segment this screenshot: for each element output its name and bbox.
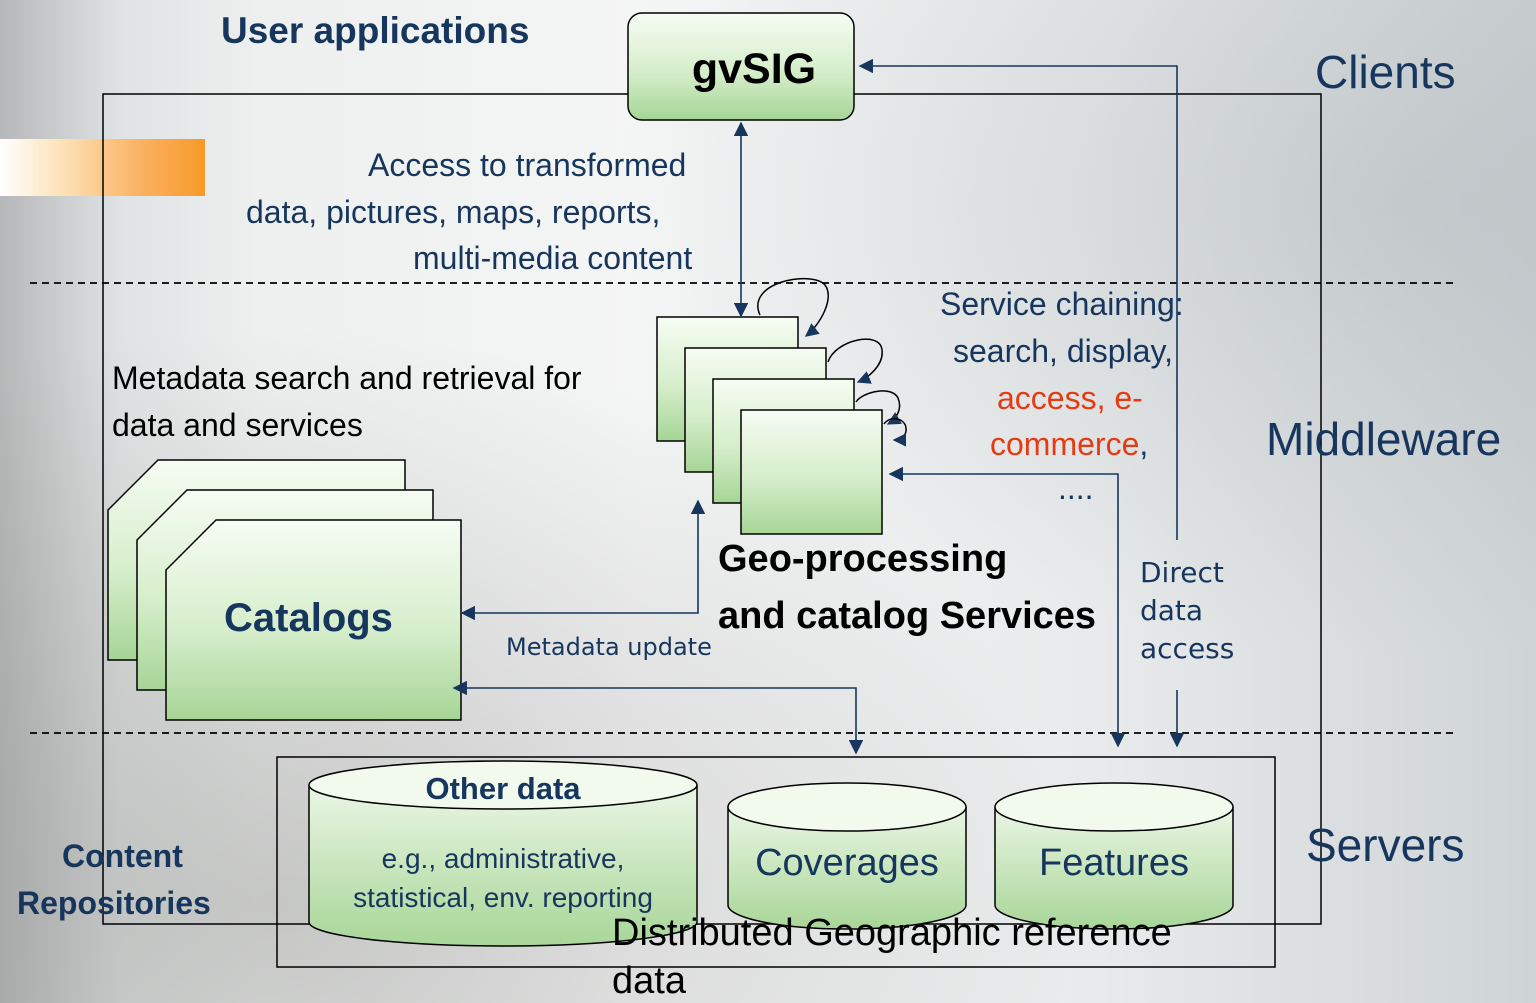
service-box-4 (740, 409, 883, 535)
metadata-search-line-2: data and services (112, 407, 363, 443)
arrow-metadata-update (460, 499, 706, 621)
metadata-update-label: Metadata update (506, 633, 712, 661)
cylinder-other-data (308, 760, 698, 947)
metadata-search-line-1: Metadata search and retrieval for (112, 360, 582, 396)
service-chaining-line-3: access, e- (997, 380, 1143, 416)
features-label: Features (1039, 842, 1189, 884)
user-applications-label: User applications (221, 10, 530, 51)
arrow-catalog-coverages (452, 680, 864, 755)
other-data-desc-1: e.g., administrative, (381, 843, 625, 874)
chain-loop-4 (883, 417, 907, 447)
service-chaining-line-1: Service chaining: (940, 286, 1184, 322)
chain-loop-2 (827, 338, 883, 384)
direct-access-line-2: data (1140, 594, 1204, 627)
arrow-direct-to-gvsig (858, 58, 1178, 540)
direct-access-line-3: access (1140, 632, 1235, 665)
chain-loop-1 (757, 277, 829, 337)
service-chaining-commerce: commerce (990, 426, 1140, 462)
middleware-label: Middleware (1266, 413, 1502, 465)
content-repositories-line-1: Content (62, 838, 183, 874)
distributed-reference-line-1: Distributed Geographic reference (612, 912, 1172, 954)
cylinder-coverages (727, 782, 967, 930)
access-transformed-line-1: Access to transformed (368, 147, 687, 183)
servers-label: Servers (1306, 819, 1465, 871)
gvsig-box (627, 12, 855, 121)
direct-access-line-1: Direct (1140, 556, 1224, 589)
cylinder-features (994, 782, 1234, 930)
access-transformed-line-3: multi-media content (413, 240, 693, 276)
geo-processing-line-2: and catalog Services (718, 595, 1097, 637)
service-chaining-line-2: search, display, (953, 333, 1173, 369)
coverages-label: Coverages (755, 842, 939, 884)
service-chaining-comma: , (1139, 426, 1149, 462)
service-chaining-line-4: commerce, (990, 426, 1148, 463)
distributed-reference-line-2: data (612, 960, 686, 1002)
catalogs-label: Catalogs (224, 596, 393, 640)
content-repositories-line-2: Repositories (17, 885, 211, 921)
gvsig-label: gvSIG (691, 45, 817, 93)
geo-processing-line-1: Geo-processing (718, 538, 1008, 580)
servers-container (276, 756, 1276, 968)
service-chaining-ellipsis: .... (1058, 470, 1094, 506)
access-transformed-line-2: data, pictures, maps, reports, (246, 194, 661, 230)
clients-label: Clients (1315, 46, 1456, 98)
other-data-desc-2: statistical, env. reporting (353, 882, 653, 913)
other-data-title: Other data (425, 771, 581, 806)
arrow-features-to-services (888, 466, 1126, 748)
